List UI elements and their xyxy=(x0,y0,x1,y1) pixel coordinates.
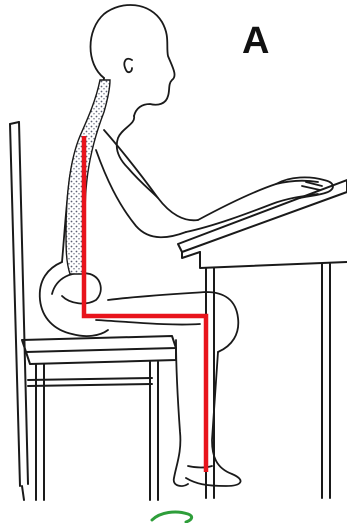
calf xyxy=(174,340,188,486)
chair-back-post-front xyxy=(19,122,28,484)
chair-back-post-rear xyxy=(10,124,20,486)
spine-icon xyxy=(66,80,110,274)
upper-arm xyxy=(104,130,198,220)
panel-label: A xyxy=(242,22,269,60)
desk-top xyxy=(178,180,347,252)
chair xyxy=(10,122,176,500)
chair-seat xyxy=(22,336,176,352)
chest-outline xyxy=(117,116,158,198)
ok-check-icon xyxy=(152,512,192,522)
